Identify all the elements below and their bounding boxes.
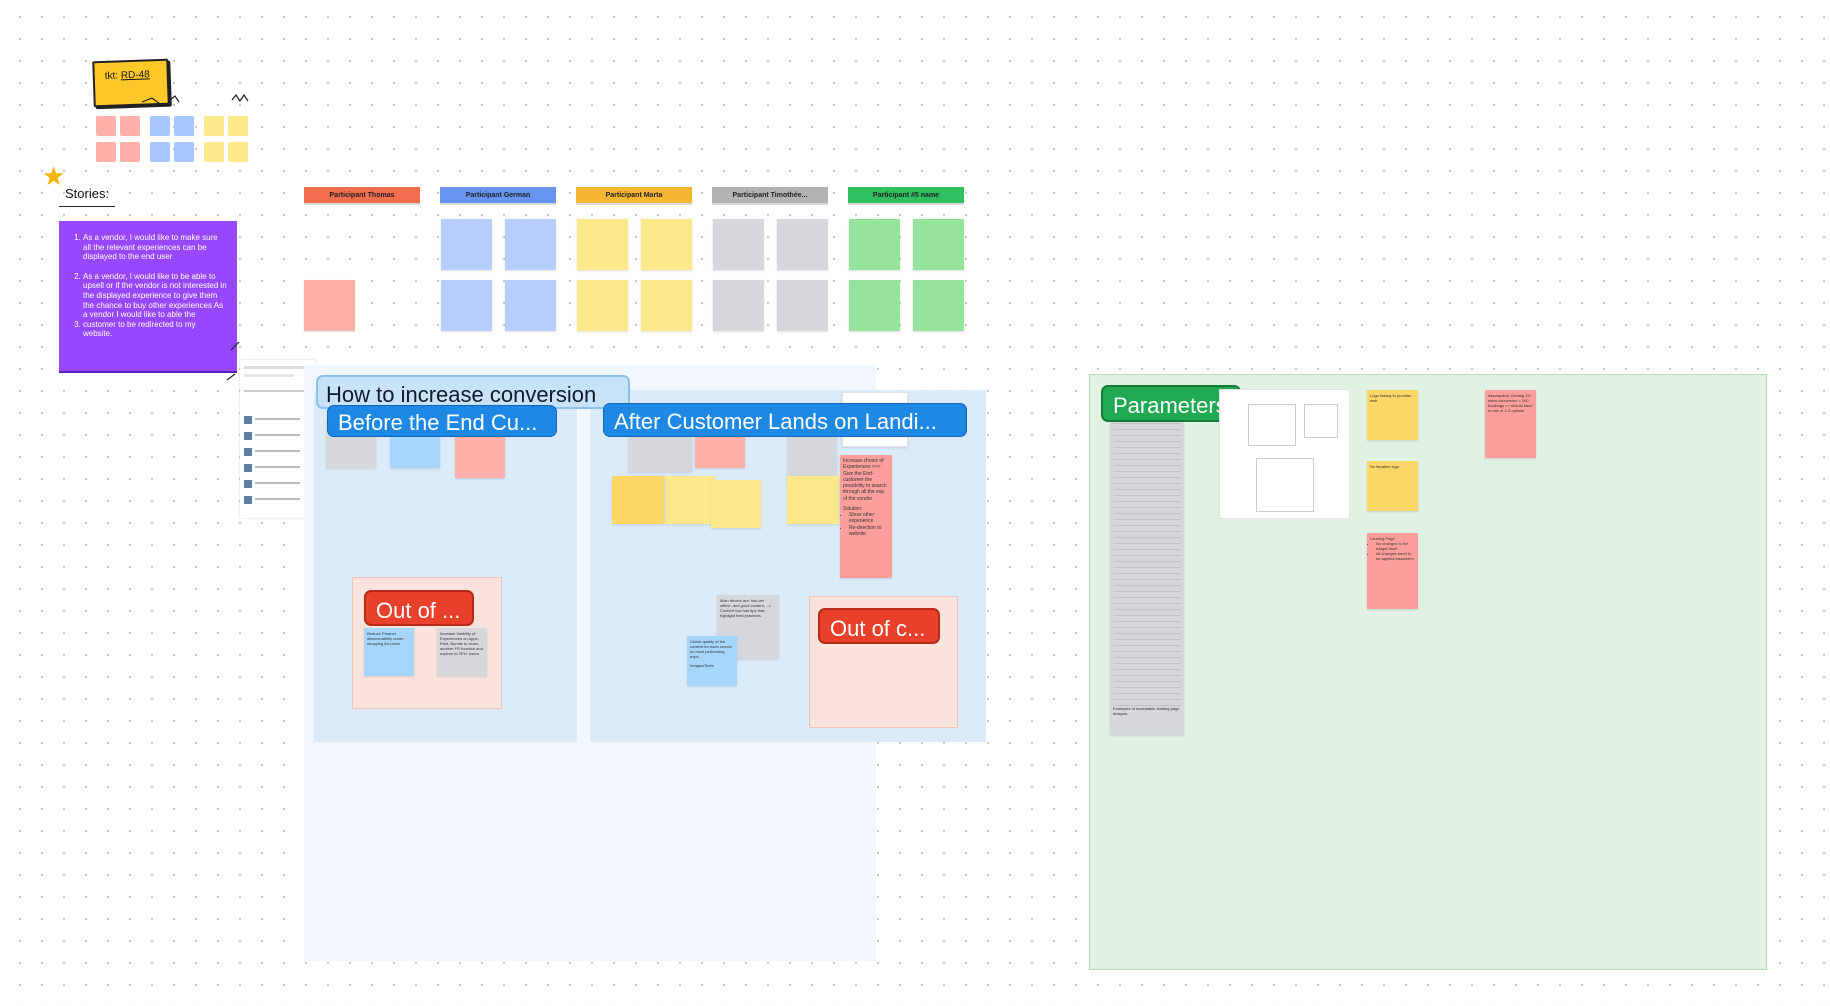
- sticky-note[interactable]: [913, 219, 964, 270]
- sticky-note[interactable]: [713, 280, 764, 331]
- sticky-note[interactable]: [711, 480, 761, 528]
- sticky-note[interactable]: [441, 280, 492, 331]
- stories-title: Stories:: [65, 186, 110, 201]
- sticky-note[interactable]: [505, 280, 556, 331]
- star-icon: ★: [42, 161, 66, 191]
- story-item: customer to be redirected to my website.: [83, 320, 227, 339]
- participant-header[interactable]: Participant Marta: [576, 187, 692, 205]
- sticky-note[interactable]: [612, 476, 664, 524]
- story-item: As a vendor, I would like to be able to …: [83, 272, 227, 320]
- sticky-note[interactable]: [577, 219, 628, 270]
- parameters-section: [1089, 374, 1767, 970]
- sticky-note[interactable]: [577, 280, 628, 331]
- sticky-note[interactable]: [304, 280, 355, 331]
- sticky-note[interactable]: [913, 280, 964, 331]
- participant-header[interactable]: Participant #5 name: [848, 187, 964, 205]
- parameters-pill[interactable]: Parameters: [1101, 385, 1241, 422]
- examples-note[interactable]: Examples of acceptable landing page desi…: [1110, 415, 1184, 735]
- check-quality-note[interactable]: Check quality of the content for each ve…: [687, 636, 737, 686]
- out-of-scope-pill[interactable]: Out of c...: [818, 608, 940, 644]
- no-iteration-note[interactable]: No iteration logo: [1367, 461, 1418, 511]
- sticky-note[interactable]: [787, 476, 839, 524]
- participant-header[interactable]: Participant German: [440, 187, 556, 205]
- reduce-product-note[interactable]: Reduce Product discoverability under sho…: [364, 628, 414, 676]
- increase-choice-note[interactable]: Increase choice of Experiences >>> Give …: [840, 455, 892, 578]
- after-section-pill[interactable]: After Customer Lands on Landi...: [603, 403, 967, 437]
- sticky-note[interactable]: [505, 219, 556, 270]
- sticky-note[interactable]: [849, 219, 900, 270]
- sticky-note[interactable]: [641, 280, 692, 331]
- sticky-note[interactable]: [849, 280, 900, 331]
- screenshot-thumbnail[interactable]: [240, 360, 315, 518]
- sticky-note[interactable]: [713, 219, 764, 270]
- stories-note[interactable]: As a vendor, I would like to make sure a…: [59, 221, 237, 373]
- section-title-pill[interactable]: How to increase conversion: [316, 375, 630, 409]
- out-of-scope-pill[interactable]: Out of ...: [364, 590, 474, 626]
- assumption-note[interactable]: Assumption: Getting 1% extra conversion …: [1485, 390, 1536, 458]
- ticket-id[interactable]: RD-48: [120, 69, 150, 82]
- increase-visibility-note[interactable]: Increase Visibility of Experiences on Ap…: [437, 628, 487, 676]
- ticket-prefix: tkt:: [104, 70, 119, 82]
- participant-header[interactable]: Participant Thomas: [304, 187, 420, 205]
- stories-underline: [59, 206, 115, 207]
- sticky-note[interactable]: [777, 219, 828, 270]
- sticky-note[interactable]: [665, 476, 715, 524]
- before-section-pill[interactable]: Before the End Cu...: [327, 405, 557, 437]
- sticky-note[interactable]: [641, 219, 692, 270]
- doodle-icon: [141, 93, 249, 105]
- sticky-note[interactable]: [441, 219, 492, 270]
- sticky-note[interactable]: [777, 280, 828, 331]
- landing-page-note[interactable]: Landing Page No changes to the widget it…: [1367, 533, 1418, 609]
- landing-page-screenshot[interactable]: [1219, 389, 1350, 519]
- connector-line: [226, 341, 240, 381]
- logo-linking-note[interactable]: Logo linking to provider web: [1367, 390, 1418, 440]
- participant-header[interactable]: Participant Timothée...: [712, 187, 828, 205]
- story-item: As a vendor, I would like to make sure a…: [83, 233, 227, 262]
